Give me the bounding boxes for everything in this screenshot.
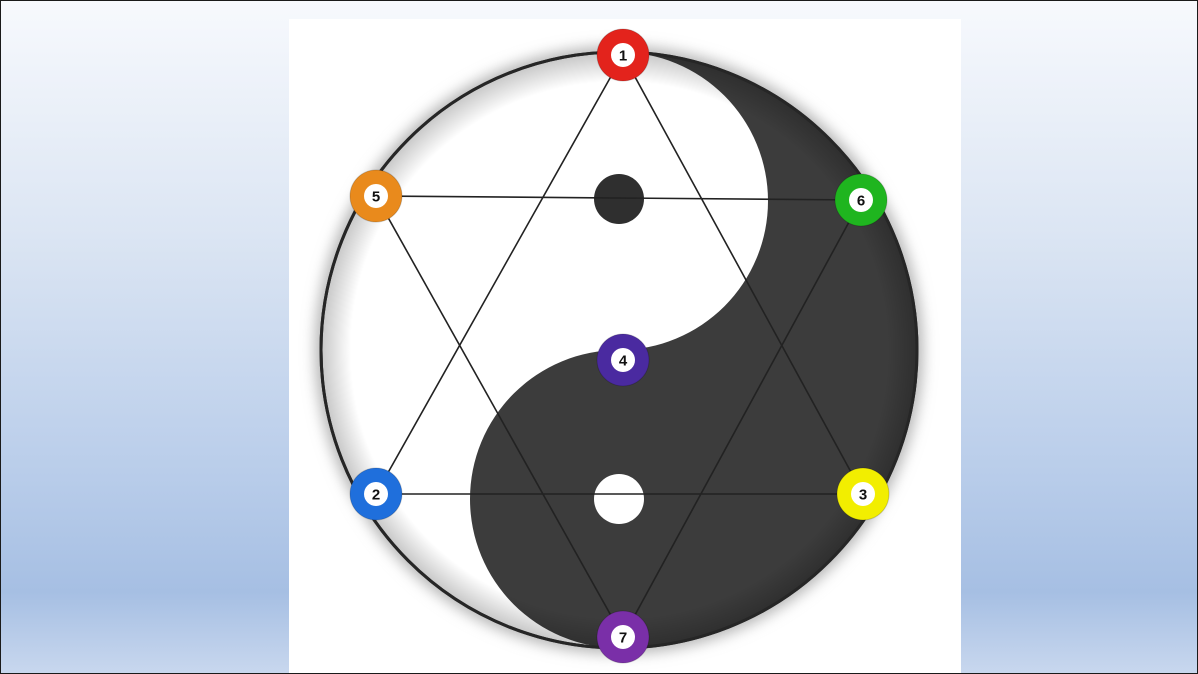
node-5: 5 — [350, 170, 402, 222]
node-2-label: 2 — [372, 487, 380, 504]
node-4: 4 — [597, 334, 649, 386]
yin-yang-star-diagram: 1 2 3 4 5 6 7 — [289, 19, 961, 674]
node-4-label: 4 — [619, 353, 628, 370]
node-1-label: 1 — [619, 48, 627, 65]
yang-eye — [594, 474, 644, 524]
node-3: 3 — [837, 468, 889, 520]
node-6: 6 — [835, 174, 887, 226]
node-6-label: 6 — [857, 193, 865, 210]
node-2: 2 — [350, 468, 402, 520]
diagram-panel: 1 2 3 4 5 6 7 — [289, 19, 961, 674]
yin-eye — [594, 174, 644, 224]
node-7-label: 7 — [619, 630, 627, 647]
node-5-label: 5 — [372, 189, 380, 206]
node-3-label: 3 — [859, 487, 867, 504]
node-1: 1 — [597, 29, 649, 81]
node-7: 7 — [597, 611, 649, 663]
